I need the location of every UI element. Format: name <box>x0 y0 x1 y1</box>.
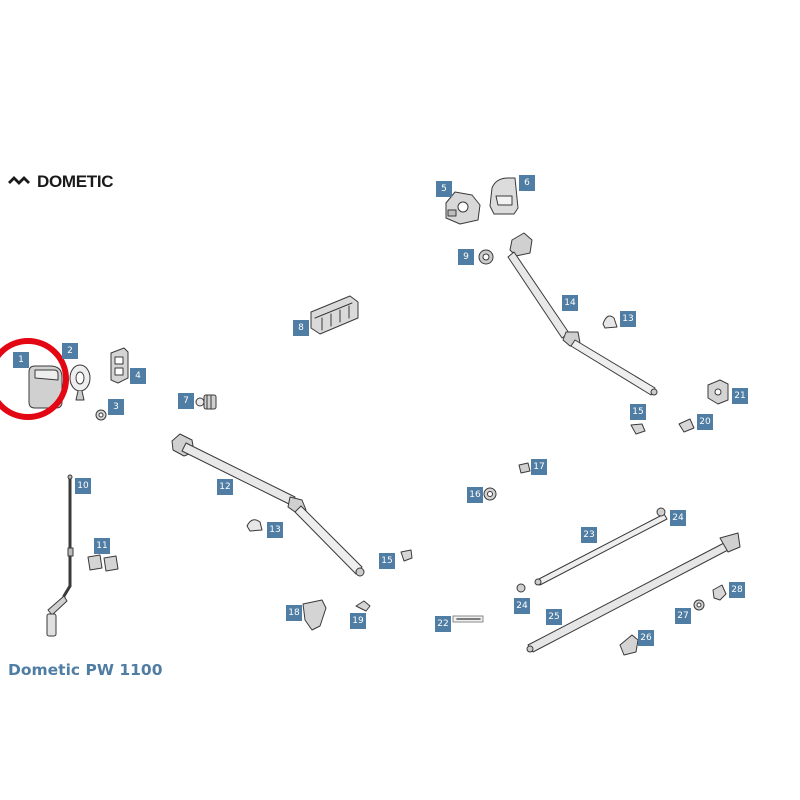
part-label-14[interactable]: 14 <box>562 295 578 311</box>
part-1-end-cap[interactable] <box>28 365 63 409</box>
part-label-15b[interactable]: 15 <box>379 553 395 569</box>
part-label-18[interactable]: 18 <box>286 605 302 621</box>
part-label-16[interactable]: 16 <box>467 487 483 503</box>
part-label-20[interactable]: 20 <box>697 414 713 430</box>
brand-name: DOMETIC <box>37 172 114 191</box>
part-14-right-arm[interactable] <box>507 232 658 396</box>
part-label-27[interactable]: 27 <box>675 608 691 624</box>
part-24-cap-b[interactable] <box>516 583 526 593</box>
part-23-tube[interactable] <box>534 513 668 586</box>
part-12-left-arm[interactable] <box>171 433 365 577</box>
part-26-bracket[interactable] <box>619 634 639 656</box>
part-20-fitting[interactable] <box>678 418 695 433</box>
part-17-fitting[interactable] <box>518 462 531 474</box>
part-label-13a[interactable]: 13 <box>267 522 283 538</box>
part-label-22[interactable]: 22 <box>435 616 451 632</box>
part-label-21[interactable]: 21 <box>732 388 748 404</box>
part-13-clip-a[interactable] <box>246 519 263 532</box>
part-label-5[interactable]: 5 <box>436 181 452 197</box>
brand-logo: DOMETIC <box>8 172 114 192</box>
part-27-nut[interactable] <box>693 599 705 611</box>
part-15-fitting-a[interactable] <box>630 423 646 435</box>
part-22-label-strip[interactable] <box>452 615 484 623</box>
part-label-23[interactable]: 23 <box>581 527 597 543</box>
part-label-26[interactable]: 26 <box>638 630 654 646</box>
part-label-3[interactable]: 3 <box>108 399 124 415</box>
highlight-circle <box>0 338 69 420</box>
part-label-28[interactable]: 28 <box>729 582 745 598</box>
part-label-7[interactable]: 7 <box>178 393 194 409</box>
part-13-clip-b[interactable] <box>602 315 618 329</box>
part-label-15a[interactable]: 15 <box>630 404 646 420</box>
part-18-bracket[interactable] <box>302 599 327 631</box>
part-label-24b[interactable]: 24 <box>514 598 530 614</box>
part-4-bracket[interactable] <box>110 347 129 384</box>
product-title: Dometic PW 1100 <box>8 661 163 679</box>
part-10-crank-handle[interactable] <box>46 474 74 637</box>
part-label-19[interactable]: 19 <box>350 613 366 629</box>
part-2-bushing[interactable] <box>69 364 91 401</box>
part-21-bracket[interactable] <box>707 379 729 405</box>
part-label-10[interactable]: 10 <box>75 478 91 494</box>
part-label-25[interactable]: 25 <box>546 609 562 625</box>
part-label-24a[interactable]: 24 <box>670 510 686 526</box>
part-16-nut[interactable] <box>483 487 497 501</box>
part-label-9[interactable]: 9 <box>458 249 474 265</box>
part-8-profile-block[interactable] <box>310 295 359 335</box>
part-label-1[interactable]: 1 <box>13 352 29 368</box>
part-label-17[interactable]: 17 <box>531 459 547 475</box>
part-label-8[interactable]: 8 <box>293 320 309 336</box>
part-label-4[interactable]: 4 <box>130 368 146 384</box>
dometic-logo-icon <box>8 176 30 185</box>
part-9-gear[interactable] <box>478 249 494 265</box>
part-6-cover[interactable] <box>489 177 519 215</box>
part-28-fitting[interactable] <box>712 584 727 601</box>
part-7-knob[interactable] <box>195 394 217 410</box>
part-25-front-bar[interactable] <box>526 532 741 653</box>
part-label-6[interactable]: 6 <box>519 175 535 191</box>
part-5-head-block[interactable] <box>445 191 481 225</box>
part-19-fitting[interactable] <box>355 600 371 612</box>
part-15-fitting-b[interactable] <box>400 549 413 562</box>
part-label-13b[interactable]: 13 <box>620 311 636 327</box>
part-label-12[interactable]: 12 <box>217 479 233 495</box>
part-label-2[interactable]: 2 <box>62 343 78 359</box>
part-24-cap-a[interactable] <box>656 507 666 517</box>
part-3-nut[interactable] <box>95 409 107 421</box>
part-label-11[interactable]: 11 <box>94 538 110 554</box>
part-11-clips[interactable] <box>87 554 119 572</box>
